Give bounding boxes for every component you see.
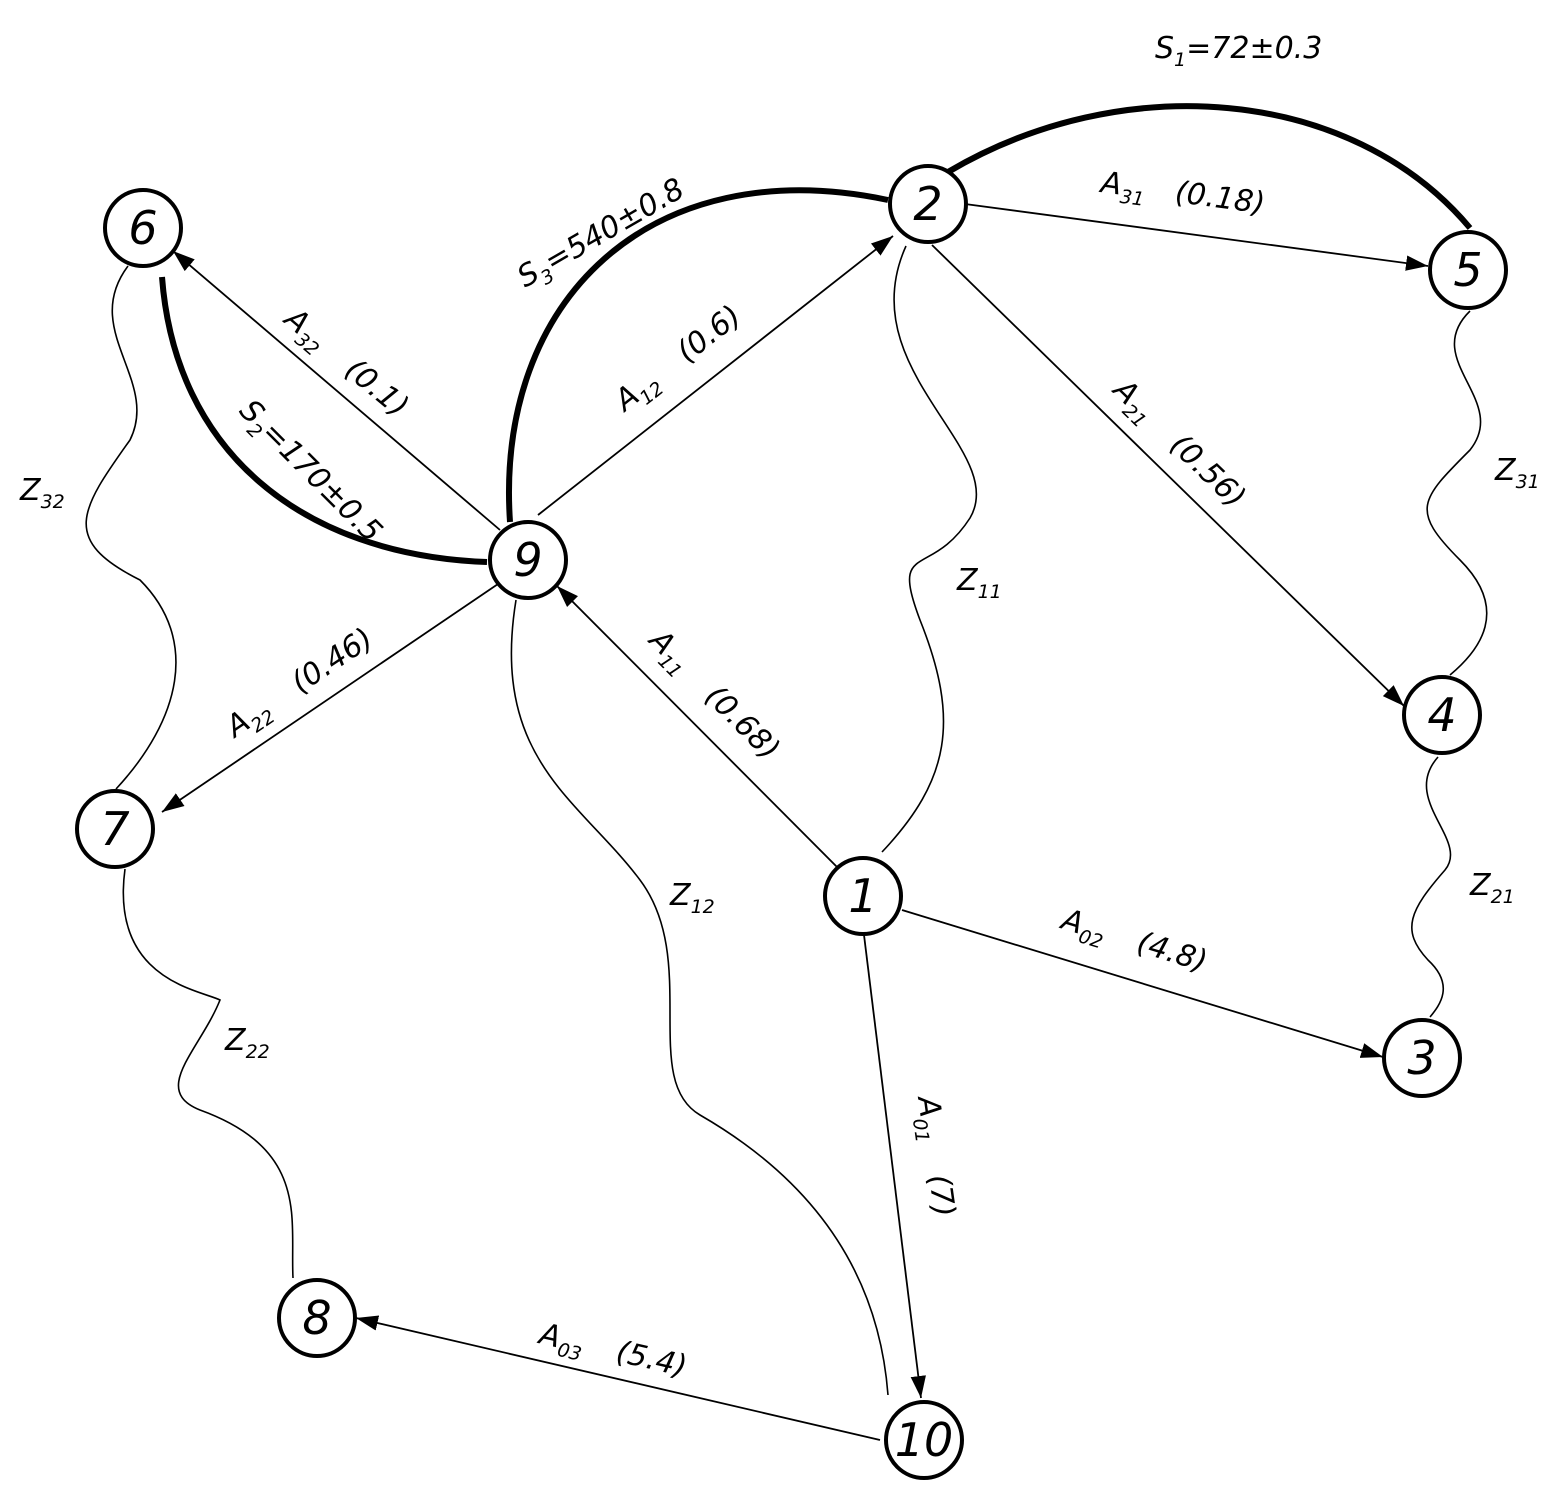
wavy-line-z32	[85, 265, 177, 790]
label-a01: A01(7)	[905, 1092, 962, 1220]
svg-text:2: 2	[913, 177, 942, 231]
svg-text:6: 6	[128, 201, 157, 255]
label-a11: A11(0.68)	[637, 621, 786, 770]
link-a32	[172, 250, 501, 531]
label-z21: Z21	[1469, 868, 1515, 908]
node-9: 9	[488, 520, 568, 600]
label-a31: A31(0.18)	[1096, 165, 1267, 226]
link-a22	[161, 583, 499, 813]
label-a22: A22(0.46)	[218, 621, 382, 750]
link-a01	[863, 934, 926, 1399]
wavy-line-z21	[1411, 756, 1452, 1018]
label-s3: S3=540±0.8	[512, 171, 693, 299]
svg-text:4: 4	[1427, 688, 1456, 742]
label-z22: Z22	[224, 1023, 270, 1063]
wavy-line-z22	[122, 868, 294, 1279]
label-a32: A32(0.1)	[273, 300, 415, 428]
node-10: 10	[884, 1400, 964, 1480]
node-6: 6	[103, 188, 183, 268]
label-a02: A02(4.8)	[1054, 902, 1211, 985]
link-a11	[556, 585, 839, 869]
wavy-line-z11	[881, 245, 978, 853]
label-s1: S1=72±0.3	[1155, 31, 1322, 71]
node-8: 8	[277, 1278, 357, 1358]
svg-text:7: 7	[100, 802, 129, 856]
node-5: 5	[1428, 230, 1508, 310]
svg-text:1: 1	[848, 869, 877, 923]
link-a12	[537, 235, 894, 516]
dimension-arc-s1	[946, 103, 1473, 230]
dimension-arc-s2	[159, 276, 488, 565]
svg-text:3: 3	[1407, 1031, 1436, 1085]
label-z31: Z31	[1494, 453, 1540, 493]
node-1: 1	[823, 856, 903, 936]
label-z11: Z11	[956, 563, 1002, 603]
label-z32: Z32	[19, 473, 65, 513]
node-3: 3	[1382, 1018, 1462, 1098]
node-2: 2	[888, 164, 968, 244]
link-a31	[964, 203, 1429, 271]
svg-text:10: 10	[895, 1413, 954, 1467]
link-a02	[901, 909, 1384, 1058]
wavy-line-z12	[510, 599, 889, 1396]
node-7: 7	[75, 789, 155, 869]
node-4: 4	[1402, 675, 1482, 755]
link-a21	[931, 244, 1405, 707]
svg-text:8: 8	[302, 1291, 331, 1345]
dimension-arc-s3	[506, 187, 889, 523]
svg-text:5: 5	[1453, 243, 1482, 297]
svg-text:9: 9	[513, 533, 542, 587]
link-a03	[355, 1315, 881, 1441]
label-a21: A21(0.56)	[1102, 371, 1253, 519]
wavy-line-z31	[1426, 310, 1488, 676]
label-z12: Z12	[669, 878, 715, 918]
